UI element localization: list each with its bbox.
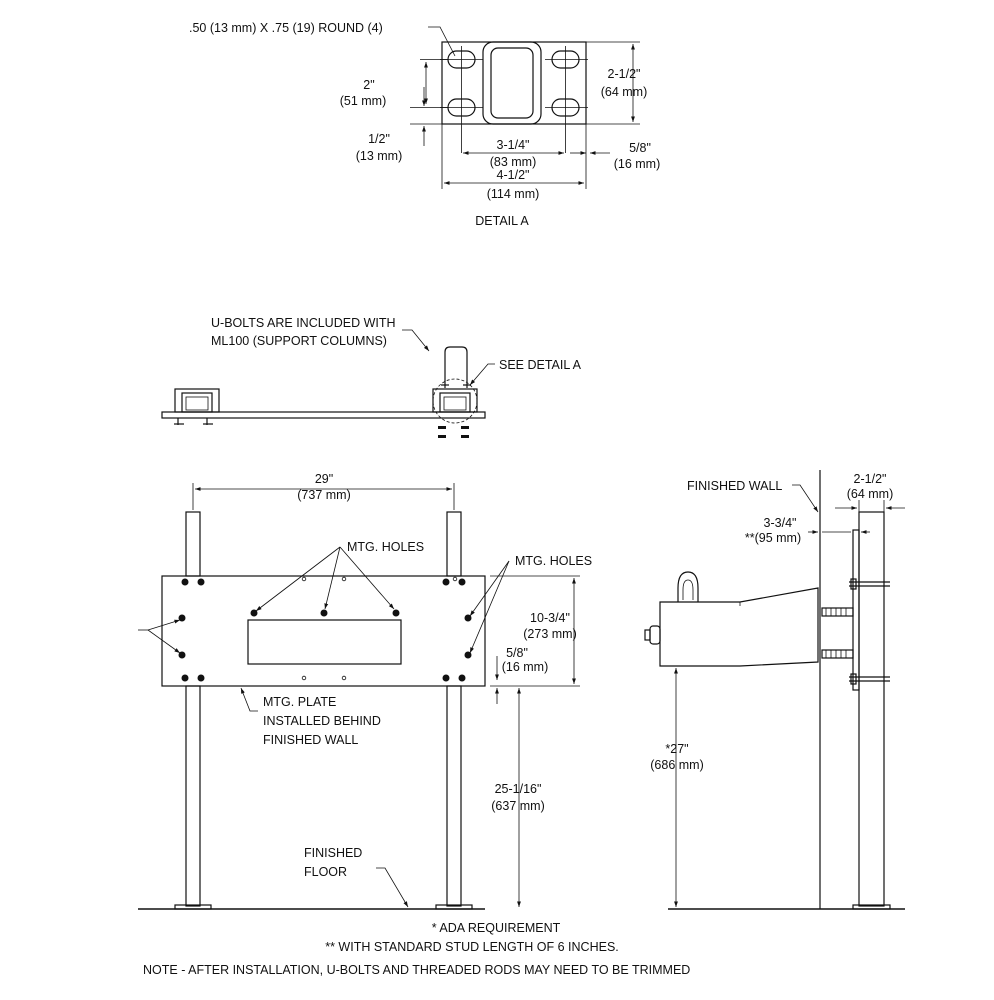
detail-a-cutout-inner (490, 47, 534, 119)
finished-wall-label: FINISHED WALL (687, 479, 782, 493)
dim-25-mm-label: (637 mm) (491, 799, 544, 813)
detail-a-half-mm-label: (13 mm) (356, 149, 403, 163)
detail-a-5-8-mm-label: (16 mm) (614, 157, 661, 171)
detail-a-plate (441, 41, 587, 125)
detail-a: .50 (13 mm) X .75 (19) ROUND (4) 2" (51 … (189, 21, 660, 228)
side-2-1-2-label: 2-1/2" (854, 472, 887, 486)
top-view-right-bracket (432, 346, 478, 438)
detail-a-slot-holes (440, 46, 588, 153)
detail-a-5-8-label: 5/8" (629, 141, 651, 155)
note-trim: NOTE - AFTER INSTALLATION, U-BOLTS AND T… (143, 963, 690, 977)
ubolt-note-line1: U-BOLTS ARE INCLUDED WITH (211, 316, 396, 330)
dim-29-label: 29" (315, 472, 333, 486)
mounting-plate (161, 575, 486, 687)
detail-a-3-1-4-mm-label: (83 mm) (490, 155, 537, 169)
top-view: U-BOLTS ARE INCLUDED WITH ML100 (SUPPORT… (161, 316, 582, 438)
dim-10-3-4-mm-label: (273 mm) (523, 627, 576, 641)
dim-25-label: 25-1/16" (495, 782, 542, 796)
detail-a-2in-label: 2" (363, 78, 374, 92)
front-5-8-label: 5/8" (506, 646, 528, 660)
plate-cutout (247, 619, 402, 665)
fountain-body (659, 587, 819, 667)
detail-a-half-label: 1/2" (368, 132, 390, 146)
see-detail-a-label: SEE DETAIL A (499, 358, 582, 372)
side-3-3-4-label: 3-3/4" (764, 516, 797, 530)
detail-a-3-1-4-label: 3-1/4" (497, 138, 530, 152)
side-column (858, 511, 885, 907)
detail-a-title: DETAIL A (475, 214, 529, 228)
detail-a-2in-mm-label: (51 mm) (340, 94, 387, 108)
top-view-plate (161, 411, 486, 419)
side-view: 2-1/2" (64 mm) 3-3/4" **(95 mm) FINISHED… (644, 470, 905, 910)
mtg-holes-center-label: MTG. HOLES (347, 540, 424, 554)
u-bolt (444, 346, 468, 388)
dim-29-mm-label: (737 mm) (297, 488, 350, 502)
hole-spec-label: .50 (13 mm) X .75 (19) ROUND (4) (189, 21, 383, 35)
dim-10-3-4-label: 10-3/4" (530, 611, 570, 625)
mtg-holes-right-label: MTG. HOLES (515, 554, 592, 568)
bubbler (677, 571, 699, 602)
push-button (649, 625, 661, 645)
note-ada: * ADA REQUIREMENT (432, 921, 561, 935)
plate-note-line1: MTG. PLATE (263, 695, 336, 709)
detail-a-4-1-2-mm-label: (114 mm) (487, 187, 540, 201)
side-u-bolts (849, 578, 890, 685)
ubolt-note-line2: ML100 (SUPPORT COLUMNS) (211, 334, 387, 348)
detail-a-4-1-2-label: 4-1/2" (497, 168, 530, 182)
detail-a-2-1-2-mm-label: (64 mm) (601, 85, 648, 99)
mtg-holes (178, 576, 472, 682)
note-stud: ** WITH STANDARD STUD LENGTH OF 6 INCHES… (325, 940, 619, 954)
side-2-1-2-mm-label: (64 mm) (847, 487, 894, 501)
side-27-mm-label: (686 mm) (650, 758, 703, 772)
notes: * ADA REQUIREMENT ** WITH STANDARD STUD … (143, 921, 690, 977)
threaded-rods (821, 607, 854, 659)
front-5-8-mm-label: (16 mm) (502, 660, 549, 674)
plate-note-line3: FINISHED WALL (263, 733, 358, 747)
front-view: MTG. HOLES MTG. HOLES 29" (737 mm) 10-3/… (138, 472, 592, 910)
side-3-3-4-mm-label: **(95 mm) (745, 531, 801, 545)
detail-a-cutout-outer (482, 41, 542, 125)
detail-a-2-1-2-label: 2-1/2" (608, 67, 641, 81)
plate-note-line2: INSTALLED BEHIND (263, 714, 381, 728)
side-27-label: *27" (665, 742, 688, 756)
floor-note-line1: FINISHED (304, 846, 362, 860)
floor-note-line2: FLOOR (304, 865, 347, 879)
top-view-left-bracket (174, 388, 220, 425)
